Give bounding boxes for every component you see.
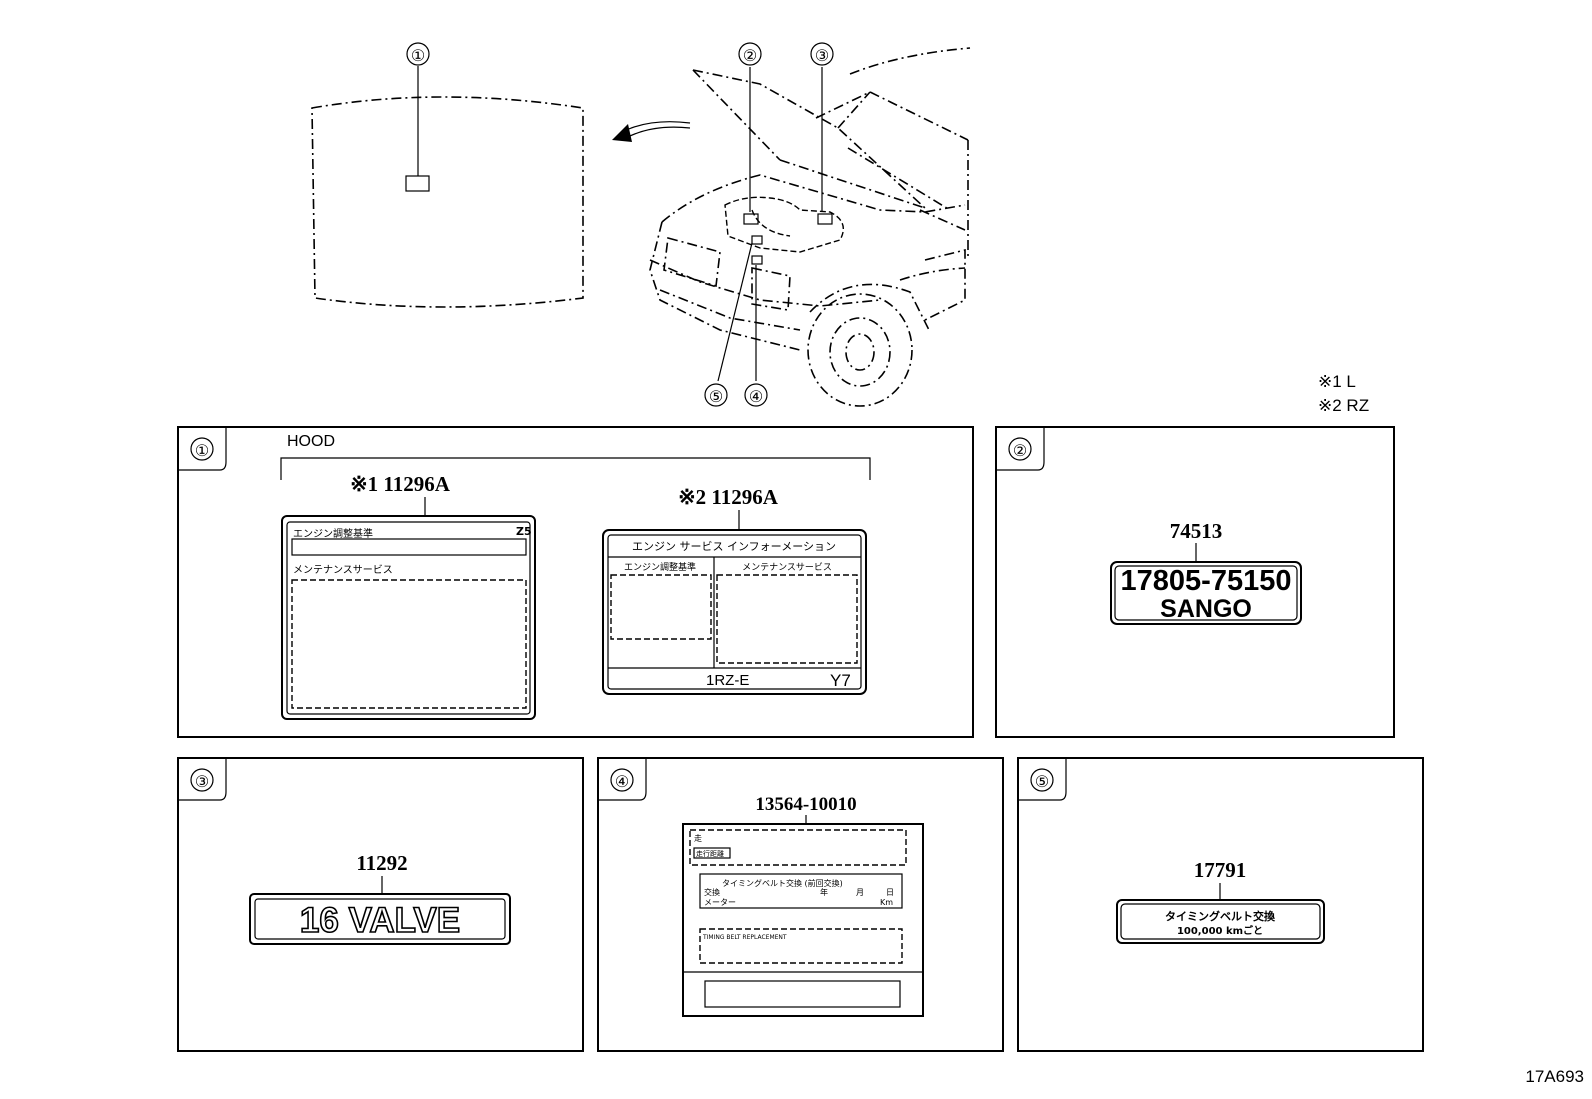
callout-3-top: ③ (815, 48, 829, 65)
label-b-engine: 1RZ-E (706, 672, 749, 689)
label-b: エンジン サービス インフォーメーション エンジン調整基準 メンテナンスサービス… (602, 529, 867, 695)
label-a-section: メンテナンスサービス (293, 564, 393, 576)
timing-label-r4a: メーター (704, 898, 736, 907)
timing-label-r5: TIMING BELT REPLACEMENT (702, 934, 787, 941)
sango-label: 17805-75150 SANGO (1110, 561, 1302, 625)
callout-2-top: ② (743, 48, 757, 65)
label-a: エンジン調整基準 Z5 メンテナンスサービス (281, 515, 536, 720)
panel-5: ⑤ 17791 タイミングベルト交換 100,000 kmごと (1017, 757, 1424, 1052)
panel-4-part: 13564-10010 (755, 794, 856, 815)
timing-label-r3b: 年 (820, 887, 828, 897)
timing-label-r1b: 走行距離 (696, 849, 724, 858)
diagram-id: 17A693 (1525, 1067, 1584, 1086)
label-b-code: Y7 (830, 671, 851, 690)
valve-emblem: 16 VALVE (249, 893, 511, 945)
panel-2: ② 74513 17805-75150 SANGO (995, 426, 1395, 738)
belt-replacement-label: タイミングベルト交換 100,000 kmごと (1116, 899, 1325, 944)
timing-label-r4b: Km (880, 898, 893, 907)
panel-1-header: HOOD (287, 433, 335, 450)
panel-5-callout: ⑤ (1035, 774, 1049, 791)
panel-3-part: 11292 (356, 851, 407, 875)
panel-4-callout: ④ (615, 774, 629, 791)
label-b-right-col: メンテナンスサービス (742, 562, 832, 573)
label-b-part: ※2 11296A (678, 485, 779, 509)
callout-5-top: ⑤ (709, 389, 723, 406)
timing-label: 走 走行距離 タイミングベルト交換 (前回交換) 交換 年 月 日 メーター K… (682, 823, 924, 1017)
note-1: ※1 L (1318, 372, 1356, 391)
valve-emblem-text: 16 VALVE (300, 901, 460, 940)
timing-label-r3d: 日 (886, 888, 894, 897)
engine-bay-illustration: ② ③ ⑤ ④ (649, 42, 971, 407)
label-a-part: ※1 11296A (350, 472, 451, 496)
callout-4-top: ④ (749, 389, 763, 406)
panel-4: ④ 13564-10010 走 走行距離 タイミングベルト交換 (前回交換) 交… (597, 757, 1004, 1052)
panel-1: ① HOOD ※1 11296A エンジン調整基準 Z5 メンテナンスサービス … (177, 426, 974, 738)
panel-3: ③ 11292 16 VALVE (177, 757, 584, 1052)
panel-3-callout: ③ (195, 774, 209, 791)
timing-label-r1a: 走 (694, 834, 702, 843)
belt-label-line1: タイミングベルト交換 (1165, 909, 1276, 923)
callout-1-top: ① (411, 48, 425, 65)
label-a-title: エンジン調整基準 (293, 527, 373, 540)
hood-illustration: ① (311, 42, 584, 308)
note-2: ※2 RZ (1318, 396, 1369, 415)
panel-5-part: 17791 (1194, 858, 1247, 882)
timing-label-r3a: 交換 (704, 887, 720, 897)
label-a-code: Z5 (516, 525, 532, 538)
timing-label-r2: タイミングベルト交換 (前回交換) (722, 878, 843, 888)
panel-1-callout: ① (195, 443, 209, 460)
panel-2-part: 74513 (1170, 519, 1223, 543)
sango-label-line2: SANGO (1160, 595, 1252, 623)
label-b-title: エンジン サービス インフォーメーション (632, 540, 836, 553)
direction-arrow-icon (612, 121, 691, 142)
label-b-left-col: エンジン調整基準 (624, 561, 696, 573)
sango-label-line1: 17805-75150 (1121, 565, 1292, 597)
timing-label-r3c: 月 (856, 888, 864, 897)
belt-label-line2: 100,000 kmごと (1177, 924, 1263, 937)
panel-2-callout: ② (1013, 443, 1027, 460)
